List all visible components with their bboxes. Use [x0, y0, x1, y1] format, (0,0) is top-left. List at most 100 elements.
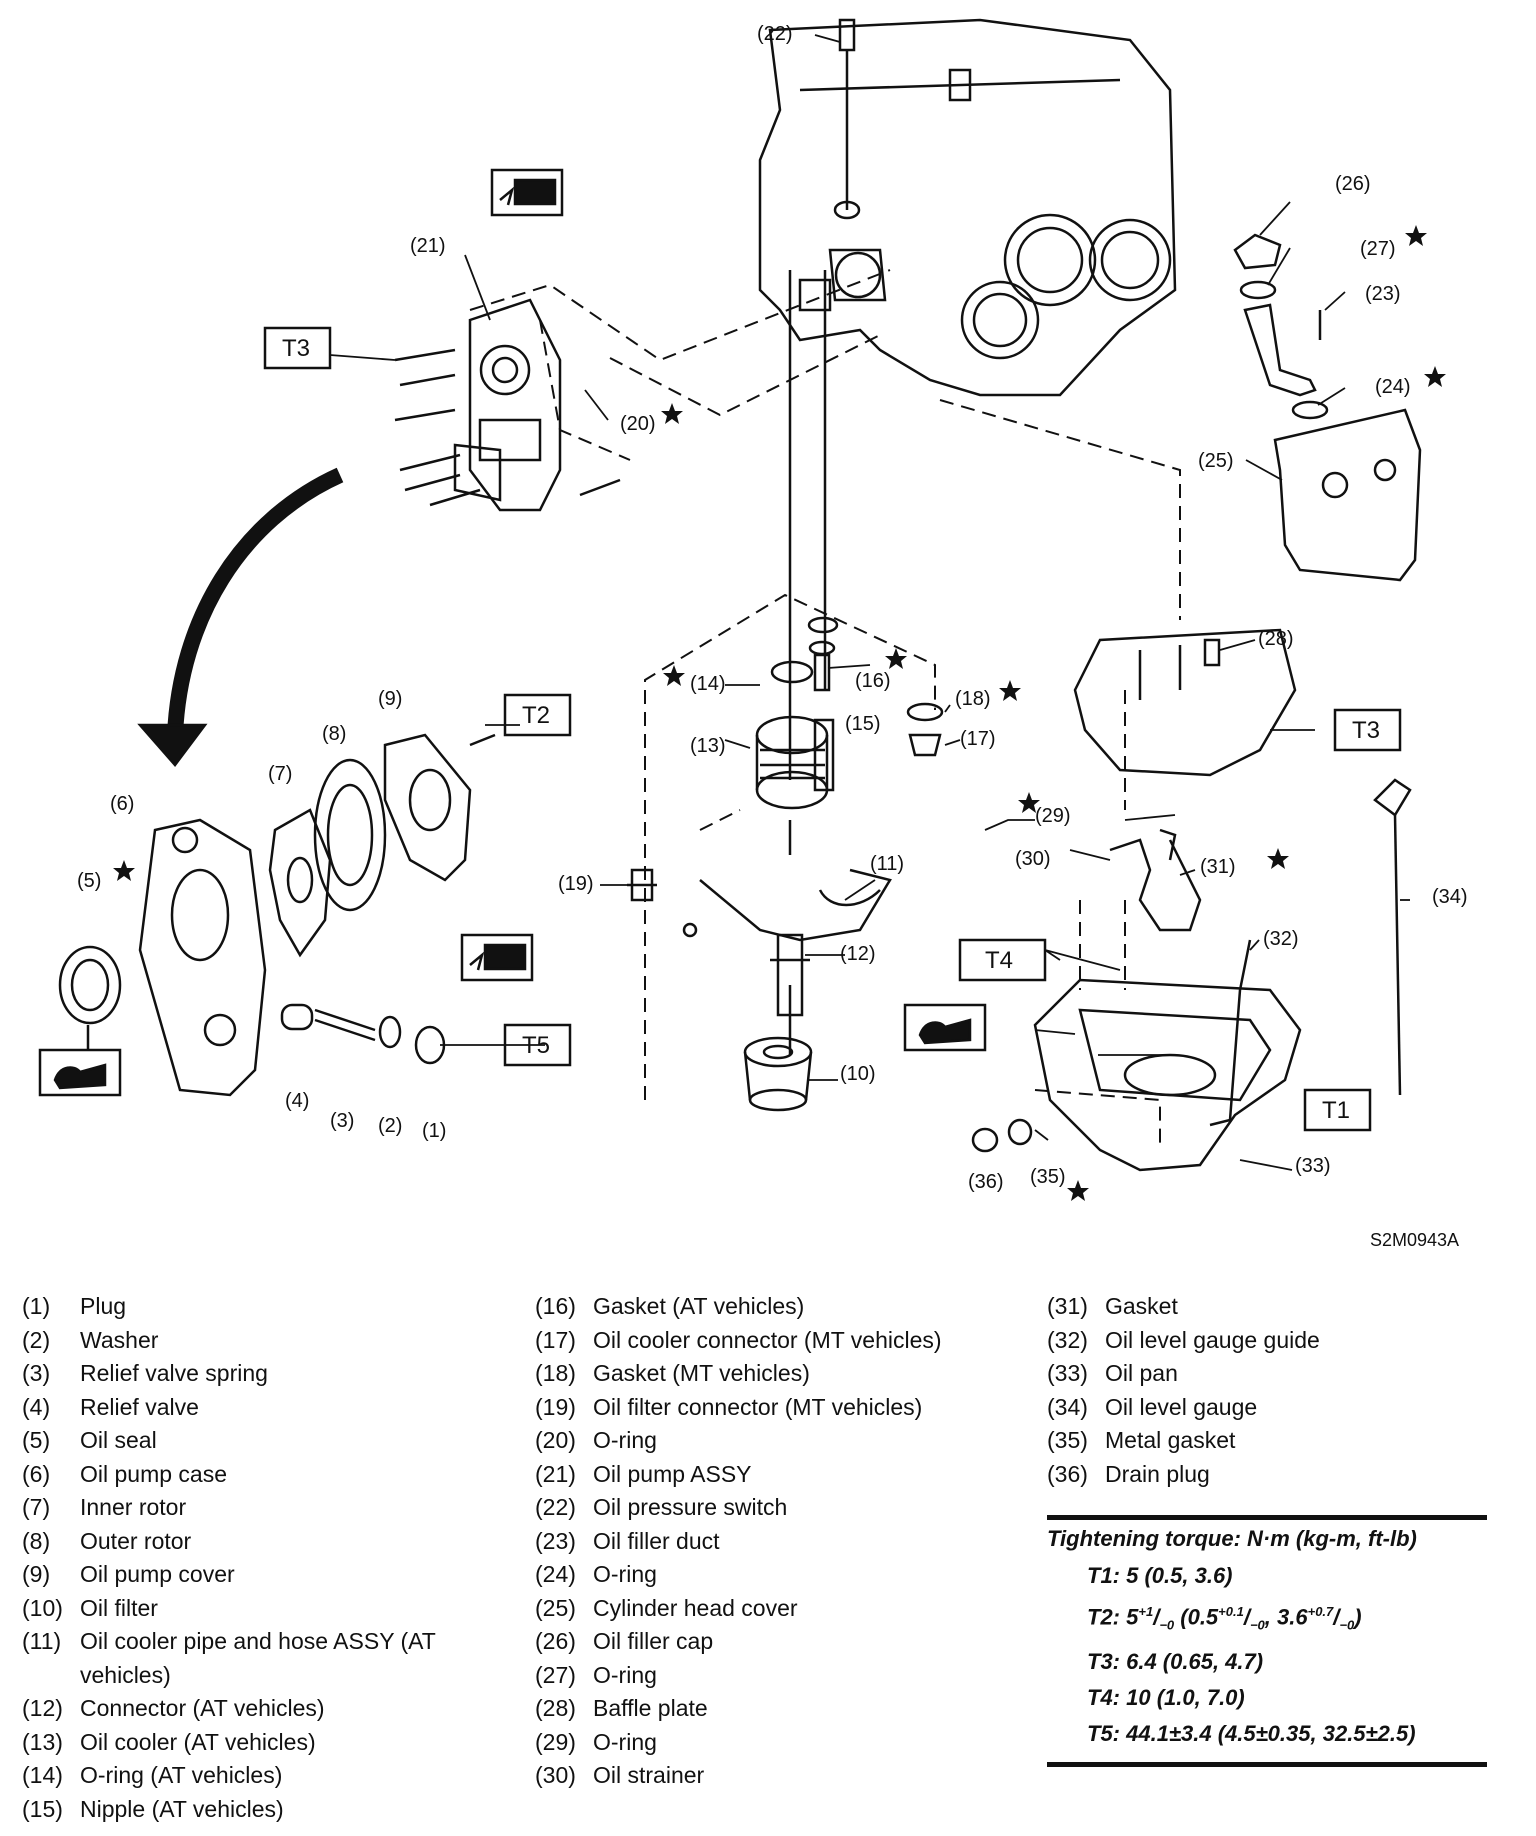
- legend-row: (21)Oil pump ASSY: [535, 1460, 752, 1487]
- relief-valve-parts: [280, 1003, 446, 1065]
- oil-level-gauge: [1373, 778, 1412, 1096]
- callout-13: (13): [690, 735, 726, 757]
- callout-5: (5): [77, 870, 101, 892]
- inner-rotor: [268, 808, 332, 958]
- callout-11: (11): [870, 853, 904, 875]
- oil-filler-parts: [1233, 233, 1329, 420]
- oil-can-icon: [903, 1003, 987, 1052]
- callout-31: (31): [1200, 856, 1236, 878]
- callout-17: (17): [960, 728, 996, 750]
- torque-t3: T3: 6.4 (0.65, 4.7): [1087, 1648, 1264, 1674]
- legend-row: (12)Connector (AT vehicles): [22, 1695, 325, 1721]
- torque-tag-t3-right: T3: [1352, 717, 1380, 744]
- torque-box-t3-left: [263, 326, 332, 370]
- pump-bolts: [394, 348, 621, 507]
- torque-box-t3-right: [1333, 708, 1402, 752]
- legend-row: (15)Nipple (AT vehicles): [22, 1795, 284, 1822]
- legend-row: (32)Oil level gauge guide: [1047, 1326, 1320, 1353]
- legend-row: (25)Cylinder head cover: [535, 1594, 798, 1621]
- oil-strainer: [1109, 828, 1202, 932]
- torque-tag-t4: T4: [985, 947, 1013, 974]
- legend-row: (13)Oil cooler (AT vehicles): [22, 1728, 316, 1755]
- oil-can-icon: [38, 1048, 122, 1097]
- legend-row: (18)Gasket (MT vehicles): [535, 1360, 810, 1386]
- sealant-icon: [490, 168, 564, 217]
- cylinder-head-cover: [1273, 408, 1422, 582]
- callout-12: (12): [840, 943, 876, 965]
- callout-14: (14): [690, 673, 726, 695]
- callout-27: (27): [1360, 238, 1396, 260]
- oil-level-guide: [1209, 939, 1252, 1127]
- oil-seal: [58, 945, 122, 1050]
- oil-pan: [1033, 978, 1302, 1172]
- callout-28: (28): [1258, 628, 1294, 650]
- legend-row: (29)O-ring: [535, 1728, 657, 1755]
- torque-title: Tightening torque: N·m (kg-m, ft-lb): [1047, 1526, 1417, 1551]
- callout-30: (30): [1015, 848, 1051, 870]
- sealant-icon: [460, 933, 534, 982]
- legend-row: (3)Relief valve spring: [22, 1360, 268, 1386]
- oil-pump-case: [138, 818, 267, 1097]
- oil-cooler: [755, 660, 835, 810]
- callout-34: (34): [1432, 886, 1468, 908]
- legend-row: (24)O-ring: [535, 1561, 657, 1587]
- torque-box-t2: [503, 693, 572, 737]
- legend-row: (6)Oil pump case: [22, 1460, 228, 1487]
- star-markers: [113, 225, 1446, 1201]
- torque-t5: T5: 44.1±3.4 (4.5±0.35, 32.5±2.5): [1087, 1720, 1416, 1746]
- legend-row: (7)Inner rotor: [22, 1494, 187, 1520]
- callout-9: (9): [378, 688, 402, 710]
- callout-22: (22): [757, 23, 793, 45]
- callout-36: (36): [968, 1171, 1004, 1193]
- legend-row: (14)O-ring (AT vehicles): [22, 1762, 283, 1788]
- legend-row: (4)Relief valve: [22, 1393, 199, 1420]
- assembly-arrow: [167, 467, 344, 736]
- callout-33: (33): [1295, 1155, 1331, 1177]
- legend-row: (22)Oil pressure switch: [535, 1494, 788, 1520]
- legend-row: (10)Oil filter: [22, 1594, 158, 1621]
- legend-row: (19)Oil filter connector (MT vehicles): [535, 1393, 923, 1420]
- exploded-diagram: (1) (2) (3) (4) (5) (6) (7) (8) (9) (10)…: [38, 18, 1468, 1201]
- legend-row: (34)Oil level gauge: [1047, 1393, 1258, 1420]
- callout-16: (16): [855, 670, 891, 692]
- legend-row: (2)Washer: [22, 1326, 159, 1353]
- callout-32: (32): [1263, 928, 1299, 950]
- oil-cooler-connector: [906, 702, 944, 757]
- connector: [770, 933, 810, 1017]
- callout-15: (15): [845, 713, 881, 735]
- torque-t1: T1: 5 (0.5, 3.6): [1087, 1563, 1233, 1588]
- callout-10: (10): [840, 1063, 876, 1085]
- legend-row: (20)O-ring: [535, 1427, 657, 1453]
- callout-20: (20): [620, 413, 656, 435]
- legend-row: (33)Oil pan: [1047, 1360, 1178, 1386]
- callout-26: (26): [1335, 173, 1371, 195]
- legend-column-3: (31)Gasket (32)Oil level gauge guide (33…: [1047, 1290, 1487, 1491]
- torque-box-t5: [503, 1023, 572, 1067]
- oil-pump-assy: [453, 298, 562, 512]
- legend-column-1: (1)Plug (2)Washer (3)Relief valve spring…: [22, 1290, 502, 1826]
- legend-row: (31)Gasket: [1047, 1293, 1178, 1319]
- callout-leaders: [329, 34, 1410, 1171]
- legend-column-2: (16)Gasket (AT vehicles) (17)Oil cooler …: [535, 1290, 1005, 1793]
- torque-box-t1: [1303, 1088, 1372, 1132]
- callout-7: (7): [268, 763, 292, 785]
- legend-row: (26)Oil filler cap: [535, 1628, 714, 1654]
- oil-cooler-pipe: [682, 868, 892, 942]
- callout-29: (29): [1035, 805, 1071, 827]
- callout-1: (1): [422, 1120, 446, 1142]
- torque-t2: T2: 5+1/−0 (0.5+0.1/−0, 3.6+0.7/−0): [1087, 1604, 1362, 1633]
- legend-row: (11)Oil cooler pipe and hose ASSY (AT ve…: [22, 1628, 436, 1688]
- torque-t4: T4: 10 (1.0, 7.0): [1087, 1684, 1245, 1710]
- callout-3: (3): [330, 1110, 354, 1132]
- callout-23: (23): [1365, 283, 1401, 305]
- torque-tag-t2: T2: [522, 702, 550, 729]
- legend-row: (17)Oil cooler connector (MT vehicles): [535, 1326, 942, 1353]
- oil-pump-cover: [383, 733, 496, 882]
- torque-tag-t1: T1: [1322, 1097, 1350, 1124]
- tightening-torque-table: Tightening torque: N·m (kg-m, ft-lb) T1:…: [1047, 1515, 1487, 1767]
- callout-18: (18): [955, 688, 991, 710]
- callout-4: (4): [285, 1090, 309, 1112]
- callout-6: (6): [110, 793, 134, 815]
- nipple-gasket: [807, 616, 839, 692]
- legend-row: (9)Oil pump cover: [22, 1561, 235, 1587]
